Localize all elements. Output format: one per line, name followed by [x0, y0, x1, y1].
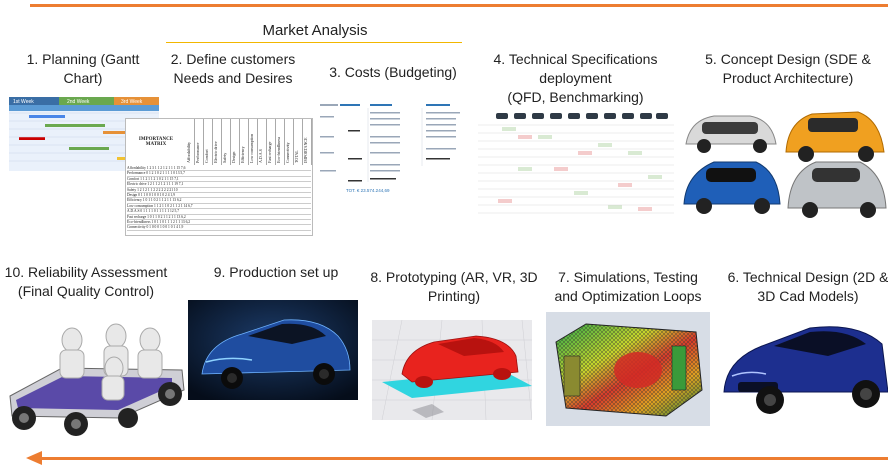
matrix-col: Performance	[195, 119, 204, 165]
reliability-assessment-rig-image	[2, 300, 192, 440]
step-2-label: 2. Define customers Needs and Desires	[170, 51, 296, 86]
gantt-week-3: 3rd Week	[121, 99, 143, 105]
matrix-column-headers: Affordability Performance Comfort Electr…	[186, 119, 312, 165]
market-analysis-underline	[166, 42, 462, 43]
matrix-col: A.D.A.S	[258, 119, 267, 165]
matrix-col: TOTAL	[294, 119, 303, 165]
matrix-col: Safety	[222, 119, 231, 165]
qfd-benchmarking-sheet-image	[478, 105, 674, 220]
step-3-label: 3. Costs (Budgeting)	[329, 64, 457, 80]
matrix-col: Electric drive	[213, 119, 222, 165]
prototyping-3d-print-image	[372, 320, 532, 420]
table-row: Efficiency 1 0 1 1 0 2 1 1 2 1 1 13 6,2	[127, 198, 311, 204]
step-4-label: 4. Technical Specifications deployment (…	[493, 51, 658, 105]
table-row: Eco-friendliness 1 0 1 1 0 1 1 1 2 1 1 1…	[127, 220, 311, 226]
matrix-rows: Affordability 1 2 3 1 1 2 1 2 1 1 1 15 7…	[127, 166, 311, 231]
technical-design-cad-car-image	[718, 304, 888, 428]
step-1-label: 1. Planning (Gantt Chart)	[26, 51, 140, 86]
step-6-label: 6. Technical Design (2D & 3D Cad Models)	[727, 269, 888, 304]
table-row: Low consumption 1 1 2 1 1 0 2 1 1 2 1 14…	[127, 204, 311, 210]
importance-matrix-title: IMPORTANCE MATRIX	[138, 137, 174, 147]
gantt-week-2: 2nd Week	[67, 99, 90, 105]
matrix-col: Low consumption	[249, 119, 258, 165]
matrix-col: Design	[231, 119, 240, 165]
table-row: Affordability 1 2 3 1 1 2 1 2 1 1 1 15 7…	[127, 166, 311, 172]
table-row: Safety 1 2 1 2 1 1 2 2 2 2 2 2 21 10	[127, 188, 311, 193]
matrix-col: Fast recharge	[267, 119, 276, 165]
return-arrowhead-icon	[26, 451, 42, 465]
bottom-return-arrow-line	[40, 457, 888, 460]
market-analysis-title: Market Analysis	[262, 22, 368, 39]
matrix-col: IMPORTANCE	[303, 119, 312, 165]
table-row: Comfort 1 1 2 1 1 2 1 0 2 1 1 15 7,1	[127, 177, 311, 183]
step-7-label: 7. Simulations, Testing and Optimization…	[554, 269, 702, 304]
simulation-fea-mesh-image	[546, 312, 710, 426]
table-row: Fast recharge 1 0 1 1 0 2 1 1 2 1 1 13 6…	[127, 215, 311, 220]
importance-matrix-table: IMPORTANCE MATRIX Affordability Performa…	[125, 118, 313, 236]
matrix-col: Comfort	[204, 119, 213, 165]
step-5-label: 5. Concept Design (SDE & Product Archite…	[705, 51, 871, 86]
matrix-col: Eco-friendliness	[276, 119, 285, 165]
step-9-label: 9. Production set up	[213, 264, 339, 280]
matrix-col: Efficiency	[240, 119, 249, 165]
costs-total-label: TOT. € 23.574.244,69	[346, 188, 390, 193]
step-8-label: 8. Prototyping (AR, VR, 3D Printing)	[370, 269, 538, 304]
concept-design-cars-image	[680, 100, 888, 218]
table-row: Electric drive 1 2 1 1 2 1 2 1 1 1 19 7,…	[127, 182, 311, 188]
table-row: Performance 0 1 2 1 0 2 1 1 1 1 0 13 5,7	[127, 171, 311, 177]
table-row: Design 0 1 1 0 0 1 0 0 1 0 2 4 1,9	[127, 193, 311, 199]
table-row: Connectivity 0 1 0 0 0 1 0 0 1 0 1 4 1,9	[127, 225, 311, 231]
table-row: A.D.A.S 0 1 1 1 1 0 1 1 1 1 1 12 5,7	[127, 209, 311, 215]
gantt-week-1: 1st Week	[13, 99, 34, 105]
top-process-arrow-line	[30, 4, 888, 7]
production-car-image	[188, 300, 358, 400]
step-10-label: 10. Reliability Assessment (Final Qualit…	[4, 264, 168, 299]
matrix-col: Connectivity	[285, 119, 294, 165]
costs-budget-sheet-image: TOT. € 23.574.244,69	[318, 100, 466, 200]
matrix-col: Affordability	[186, 119, 195, 165]
